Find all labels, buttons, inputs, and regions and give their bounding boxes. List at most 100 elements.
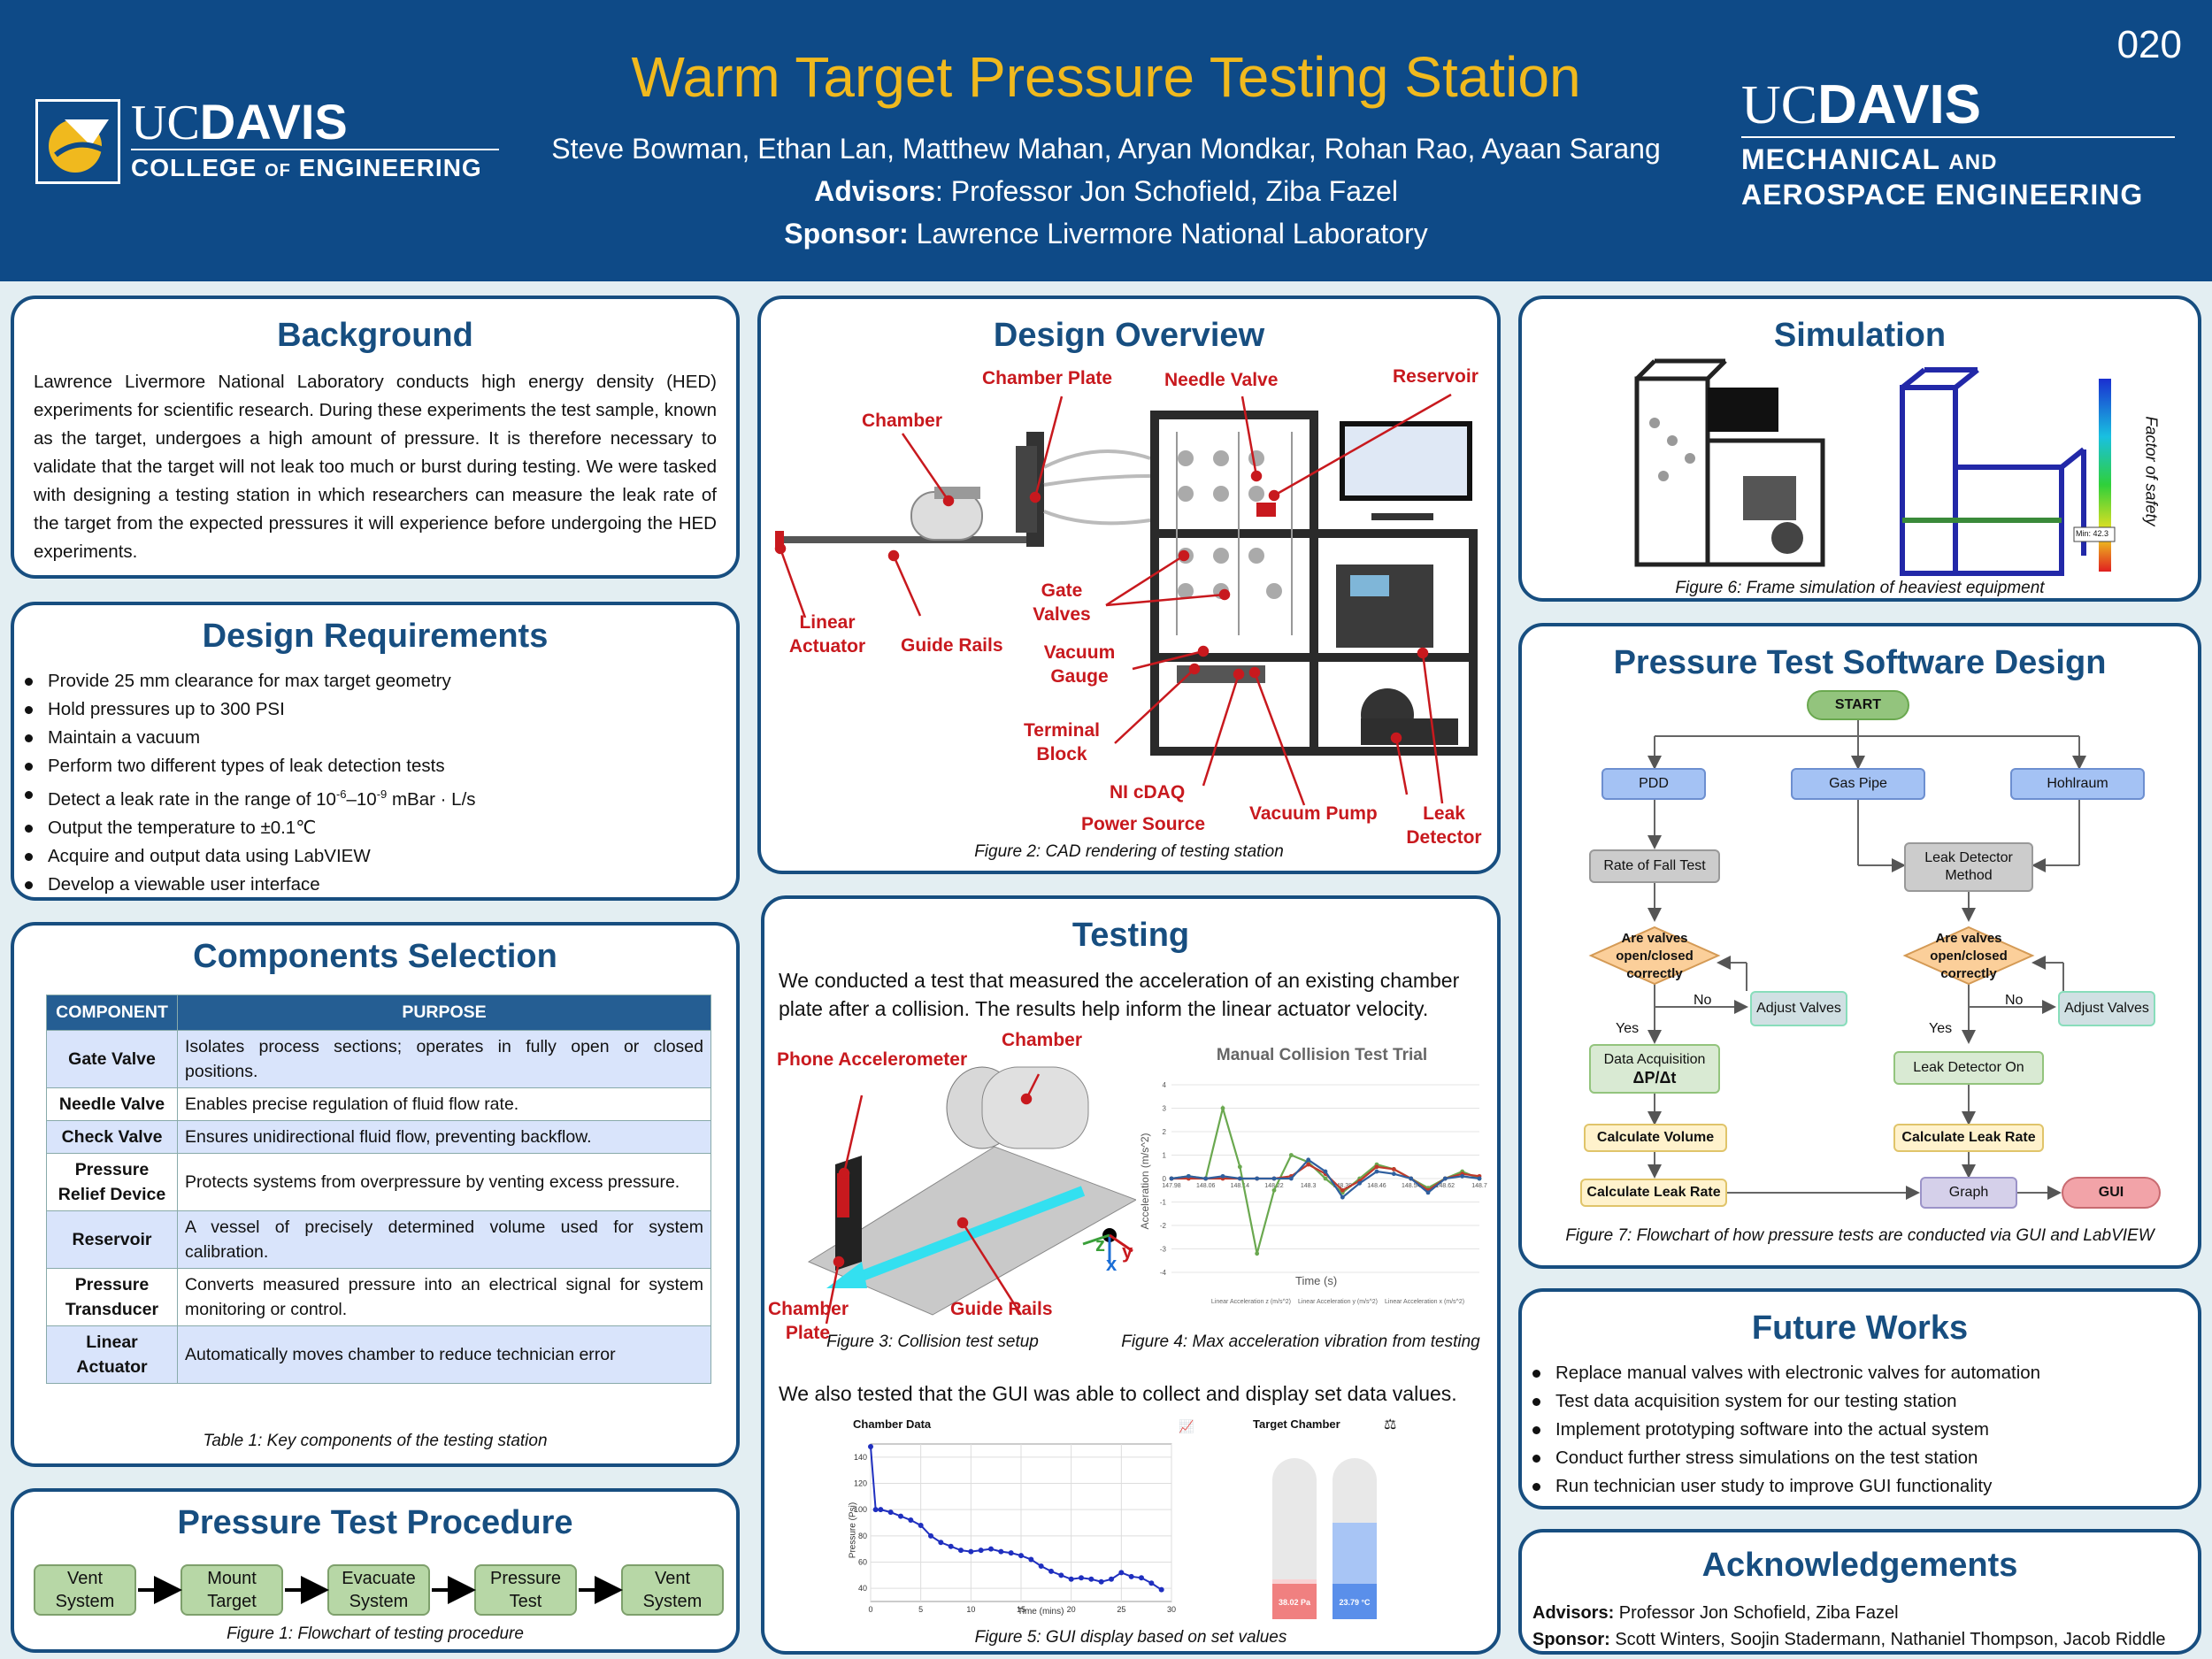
collision-setup-photo [807, 1066, 1136, 1325]
data-point [1237, 1164, 1242, 1170]
list-item: Hold pressures up to 300 PSI [14, 695, 722, 724]
design-caption: Figure 2: CAD rendering of testing stati… [974, 842, 1284, 861]
data-point [1186, 1173, 1191, 1179]
data-point [1028, 1556, 1034, 1563]
poster-title: Warm Target Pressure Testing Station [631, 45, 1581, 109]
min-label: Min: 42.3 [2076, 529, 2109, 538]
data-point [998, 1548, 1004, 1555]
label-chamber-plate: Chamber Plate [982, 368, 1113, 388]
data-point [868, 1443, 873, 1449]
accel-legend: Linear Acceleration z (m/s^2) Linear Acc… [1179, 1299, 1497, 1305]
x-tick-label: 0 [868, 1605, 872, 1614]
data-point [1079, 1575, 1084, 1581]
x-tick-label: 15 [1017, 1605, 1025, 1614]
data-point [1374, 1164, 1379, 1170]
testing-text-1: We conducted a test that measured the ac… [779, 969, 1460, 1020]
testing-text-2: We also tested that the GUI was able to … [779, 1382, 1457, 1405]
y-tick-label: -4 [1160, 1269, 1167, 1277]
node-adjust-valves-2: Adjust Valves [2058, 991, 2155, 1026]
data-point [1255, 1251, 1260, 1256]
requirements-panel: Design Requirements Provide 25 mm cleara… [11, 602, 740, 901]
label-chamber-plate-test: Chamber Plate [768, 1299, 849, 1343]
node-graph: Graph [1920, 1177, 2017, 1209]
node-calculate-volume: Calculate Volume [1584, 1124, 1727, 1152]
axis-x-label: x [1106, 1253, 1118, 1275]
data-point [1374, 1169, 1379, 1174]
pressure-xlabel: Time (mins) [1018, 1607, 1064, 1617]
y-tick-label: 40 [858, 1584, 867, 1593]
x-tick-label: 148.46 [1367, 1183, 1386, 1189]
software-panel: Pressure Test Software Design [1518, 623, 2201, 1269]
label-no-2: No [2005, 993, 2024, 1008]
y-tick-label: 1 [1163, 1152, 1167, 1160]
data-point [1139, 1575, 1144, 1581]
y-tick-label: 2 [1163, 1128, 1167, 1136]
node-gui: GUI [2062, 1177, 2161, 1209]
accel-ylabel: Acceleration (m/s^2) [1139, 1133, 1151, 1230]
data-point [1442, 1176, 1448, 1181]
data-point [1271, 1176, 1277, 1181]
procedure-panel: Pressure Test Procedure Vent System Moun… [11, 1488, 740, 1653]
data-point [1477, 1176, 1482, 1181]
sponsor-line: Sponsor: Lawrence Livermore National Lab… [784, 218, 1428, 250]
procedure-arrows [138, 1576, 623, 1604]
list-item: Output the temperature to ±0.1℃ [14, 814, 722, 842]
list-item: Maintain a vacuum [14, 724, 722, 752]
advisors-line: Advisors: Professor Jon Schofield, Ziba … [814, 175, 1398, 207]
data-point [1068, 1576, 1074, 1582]
list-item: Detect a leak rate in the range of 10-6–… [14, 780, 722, 814]
label-chamber: Chamber [862, 411, 943, 431]
x-tick-label: 148.54 [1402, 1183, 1421, 1189]
y-tick-label: 80 [858, 1532, 867, 1540]
label-gate-valves: Gate Valves [1033, 580, 1091, 625]
data-point [1118, 1570, 1125, 1576]
y-tick-label: 140 [854, 1453, 867, 1462]
list-item: Run technician user study to improve GUI… [1522, 1472, 2194, 1501]
frame-simulation-render [1634, 358, 2116, 576]
data-point [948, 1543, 954, 1549]
uc-davis-wordmark-left: UCDAVIS [131, 94, 348, 150]
data-point [1271, 1187, 1277, 1193]
label-guide-rails-test: Guide Rails [950, 1299, 1053, 1319]
list-item: Develop a viewable user interface [14, 871, 722, 897]
requirements-list: Provide 25 mm clearance for max target g… [14, 667, 722, 897]
node-valves-question: Are valves open/closed correctly [1616, 931, 1694, 981]
procedure-step: Vent System [621, 1564, 724, 1616]
uc-davis-seal-logo [35, 99, 120, 184]
procedure-title: Pressure Test Procedure [177, 1504, 573, 1541]
future-list: Replace manual valves with electronic va… [1522, 1359, 2194, 1501]
data-point [1288, 1176, 1294, 1181]
node-valves-question-2: Are valves open/closed correctly [1930, 931, 2008, 981]
poster-number: 020 [2116, 23, 2182, 66]
list-item: Test data acquisition system for our tes… [1522, 1387, 2194, 1416]
data-point [918, 1522, 924, 1528]
college-of-engineering: COLLEGE OF ENGINEERING [131, 154, 482, 181]
simulation-panel: Simulation Min: 42.3 Factor of safety Fi… [1518, 296, 2201, 602]
data-point [878, 1507, 884, 1513]
data-point [968, 1548, 974, 1555]
node-pdd: PDD [1601, 768, 1706, 800]
label-guide-rails: Guide Rails [901, 635, 1003, 656]
node-leak-method: Leak Detector Method [1904, 842, 2033, 892]
label-linear-actuator: Linear Actuator [788, 612, 866, 657]
label-vacuum-pump: Vacuum Pump [1249, 803, 1378, 824]
authors: Steve Bowman, Ethan Lan, Matthew Mahan, … [551, 133, 1661, 165]
x-tick-label: 5 [918, 1605, 923, 1614]
list-item: Perform two different types of leak dete… [14, 752, 722, 780]
label-ni-cdaq: NI cDAQ [1110, 782, 1186, 803]
background-title: Background [277, 317, 473, 354]
x-tick-label: 148.22 [1264, 1183, 1284, 1189]
caption-fig4: Figure 4: Max acceleration vibration fro… [1121, 1333, 1480, 1351]
data-point [1357, 1180, 1363, 1186]
y-tick-label: 120 [854, 1479, 867, 1488]
x-tick-label: 30 [1167, 1605, 1176, 1614]
x-tick-label: 148.7 [1471, 1183, 1487, 1189]
data-point [1255, 1176, 1260, 1181]
node-calculate-leak-rate-left: Calculate Leak Rate [1580, 1179, 1727, 1207]
